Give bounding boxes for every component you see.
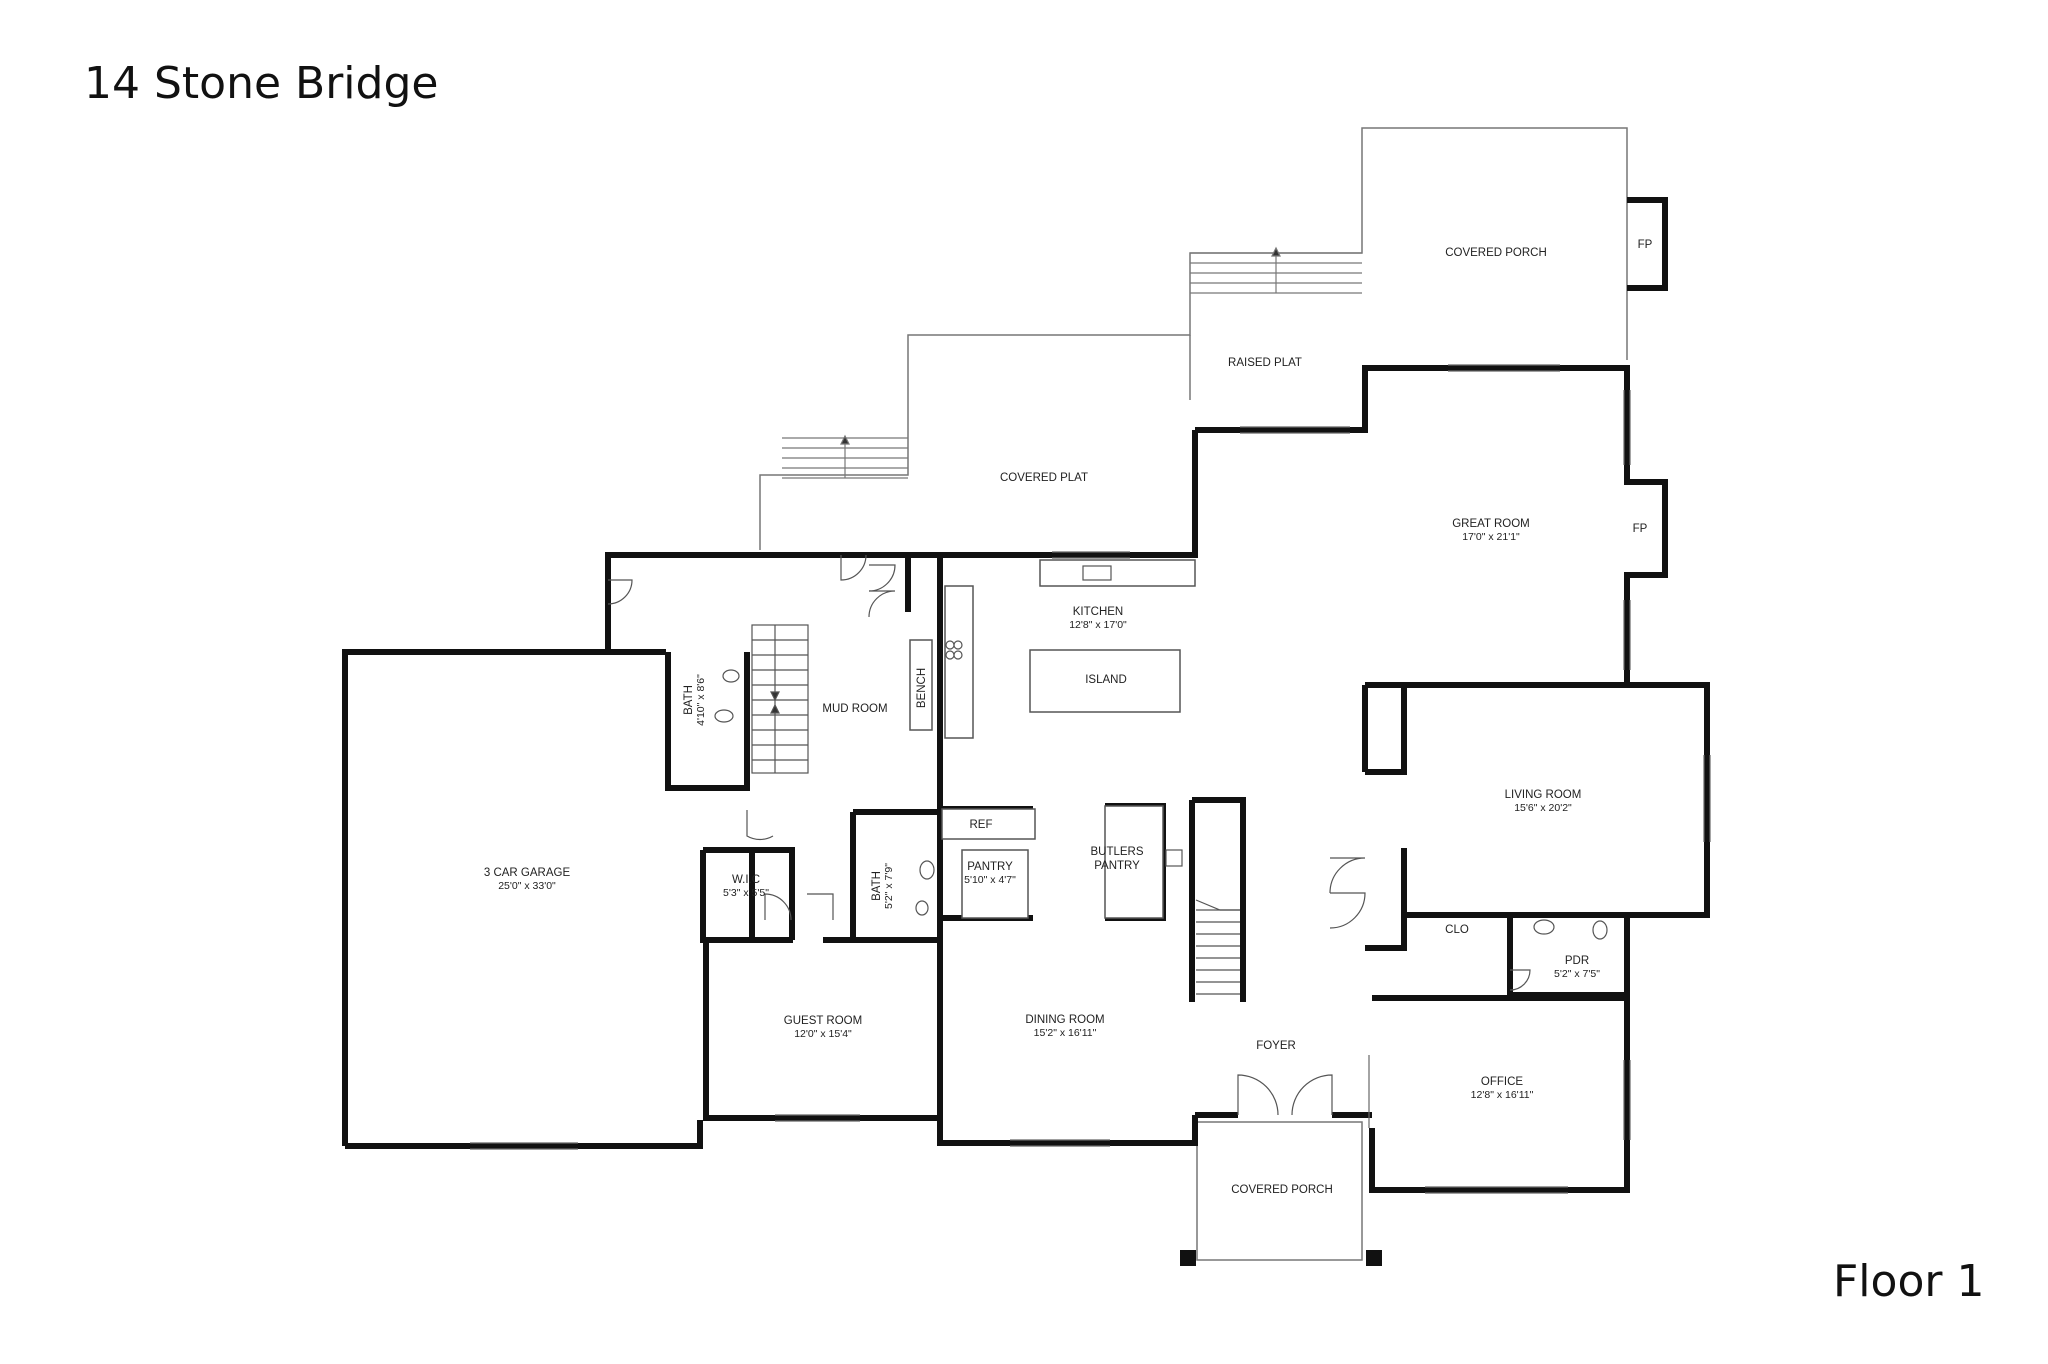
great-room-dims: 17'0" x 21'1" [1462,531,1520,543]
windows [470,364,1711,1194]
fp-rear-label: FP [1638,239,1653,251]
floor-label: Floor 1 [1833,1256,1985,1307]
office-label: OFFICE [1481,1076,1523,1088]
office-dims: 12'8" x 16'11" [1471,1089,1534,1101]
clo-label: CLO [1445,924,1469,936]
guest-room-dims: 12'0" x 15'4" [794,1028,852,1040]
bath-lower-dims: 5'2" x 7'9" [883,863,895,909]
great-room-label: GREAT ROOM [1452,518,1530,530]
raised-plat-label: RAISED PLAT [1228,357,1302,369]
island-label: ISLAND [1085,674,1127,686]
fixtures [714,565,1608,940]
pantry-dims: 5'10" x 4'7" [964,874,1016,886]
covered-porch-rear-label: COVERED PORCH [1445,247,1547,259]
walls [342,197,1710,1266]
doors [607,554,1531,1116]
dining-room-label: DINING ROOM [1025,1014,1104,1026]
bench-label: BENCH [916,668,928,708]
guest-room-label: GUEST ROOM [784,1015,862,1027]
fp-great-label: FP [1633,523,1648,535]
garage-dims: 25'0" x 33'0" [498,880,556,892]
kitchen-label: KITCHEN [1073,606,1123,618]
page-title: 14 Stone Bridge [84,58,439,109]
ref-label: REF [970,819,993,831]
living-room-label: LIVING ROOM [1505,789,1582,801]
kitchen-counters [909,559,1196,919]
bath-upper-label: BATH [683,685,695,715]
covered-plat-label: COVERED PLAT [1000,472,1088,484]
stairs-covered-plat [782,434,908,479]
garage-label: 3 CAR GARAGE [484,867,571,879]
pantry-label: PANTRY [967,861,1013,873]
wic-label: W.I.C [732,874,760,886]
pdr-dims: 5'2" x 7'5" [1554,968,1600,980]
bath-lower-label: BATH [871,871,883,901]
foyer-label: FOYER [1256,1040,1296,1052]
bench-shape [909,639,933,731]
mud-room-label: MUD ROOM [822,703,887,715]
stairs-raised-plat [1190,246,1362,294]
wic-dims: 5'3" x 5'5" [723,887,769,899]
dining-room-dims: 15'2" x 16'11" [1034,1027,1097,1039]
covered-porch-front-label: COVERED PORCH [1231,1184,1333,1196]
stairs-central [1195,899,1240,995]
island-shape [1029,649,1181,713]
pdr-label: PDR [1565,955,1589,967]
butlers-pantry-label-1: BUTLERS [1090,846,1143,858]
bath-upper-dims: 4'10" x 8'6" [695,674,707,726]
butlers-pantry-label-2: PANTRY [1094,860,1140,872]
living-room-dims: 15'6" x 20'2" [1514,802,1572,814]
kitchen-dims: 12'8" x 17'0" [1069,619,1127,631]
stairs-mud-room [751,624,809,774]
